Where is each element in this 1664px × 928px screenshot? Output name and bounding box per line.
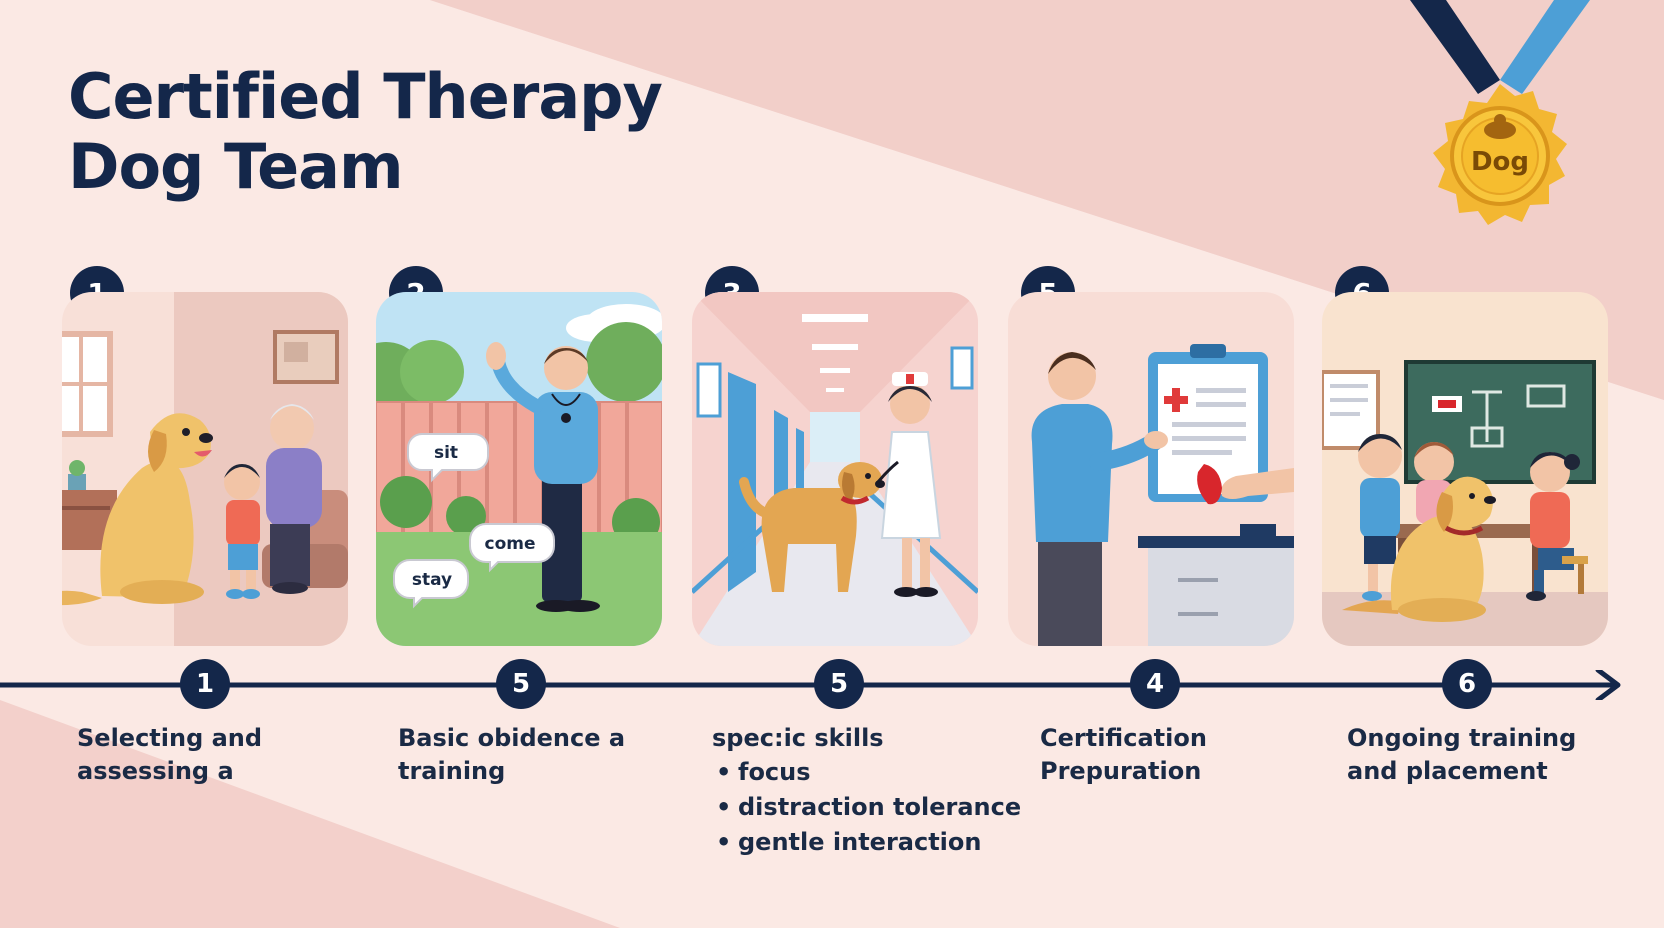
panel-ongoing-training xyxy=(1322,292,1608,646)
bubble-come-text: come xyxy=(485,534,536,554)
bubble-sit-text: sit xyxy=(434,443,458,463)
hospital-hallway-illustration xyxy=(692,292,978,646)
timeline-marker-4: 4 xyxy=(1130,659,1180,709)
speech-bubble-stay: stay xyxy=(393,559,469,609)
certification-illustration xyxy=(1008,292,1294,646)
skill-item: distraction tolerance xyxy=(712,790,1021,825)
caption-step-1: Selecting and assessing a xyxy=(77,722,262,788)
caption-step-4: Certification Prepuration xyxy=(1040,722,1207,788)
title-line-2: Dog Team xyxy=(68,130,404,203)
caption-4-line-1: Certification xyxy=(1040,724,1207,752)
yard-training-illustration: sit come stay xyxy=(376,292,662,646)
caption-5-line-2: and placement xyxy=(1347,757,1548,785)
caption-step-3: spec:ic skills focus distraction toleran… xyxy=(712,722,1021,860)
skill-item: focus xyxy=(712,755,1021,790)
caption-2-line-1: Basic obidence a xyxy=(398,724,626,752)
panel-certification xyxy=(1008,292,1294,646)
panel-specific-skills xyxy=(692,292,978,646)
timeline-arrow xyxy=(0,670,1621,700)
speech-bubble-come: come xyxy=(469,523,555,573)
caption-step-5: Ongoing training and placement xyxy=(1347,722,1576,788)
panel-basic-obedience: sit come stay xyxy=(376,292,662,646)
caption-3-heading: spec:ic skills xyxy=(712,724,884,752)
skills-list: focus distraction tolerance gentle inter… xyxy=(712,755,1021,860)
caption-4-line-2: Prepuration xyxy=(1040,757,1202,785)
timeline-marker-3: 5 xyxy=(814,659,864,709)
caption-2-line-2: training xyxy=(398,757,506,785)
title-line-1: Certified Therapy xyxy=(68,60,663,133)
classroom-illustration xyxy=(1322,292,1608,646)
medal-label: Dog xyxy=(1471,147,1529,177)
caption-1-line-2: assessing a xyxy=(77,757,234,785)
living-room-illustration xyxy=(62,292,348,646)
bubble-stay-text: stay xyxy=(412,570,452,590)
skill-item: gentle interaction xyxy=(712,825,1021,860)
medal-icon: Dog xyxy=(1410,0,1590,225)
timeline-marker-5: 6 xyxy=(1442,659,1492,709)
caption-1-line-1: Selecting and xyxy=(77,724,263,752)
page-title: Certified Therapy Dog Team xyxy=(68,60,663,203)
timeline-marker-2: 5 xyxy=(496,659,546,709)
panel-selecting-dog xyxy=(62,292,348,646)
speech-bubble-sit: sit xyxy=(407,433,489,483)
caption-step-2: Basic obidence a training xyxy=(398,722,625,788)
caption-5-line-1: Ongoing training xyxy=(1347,724,1577,752)
timeline-marker-1: 1 xyxy=(180,659,230,709)
